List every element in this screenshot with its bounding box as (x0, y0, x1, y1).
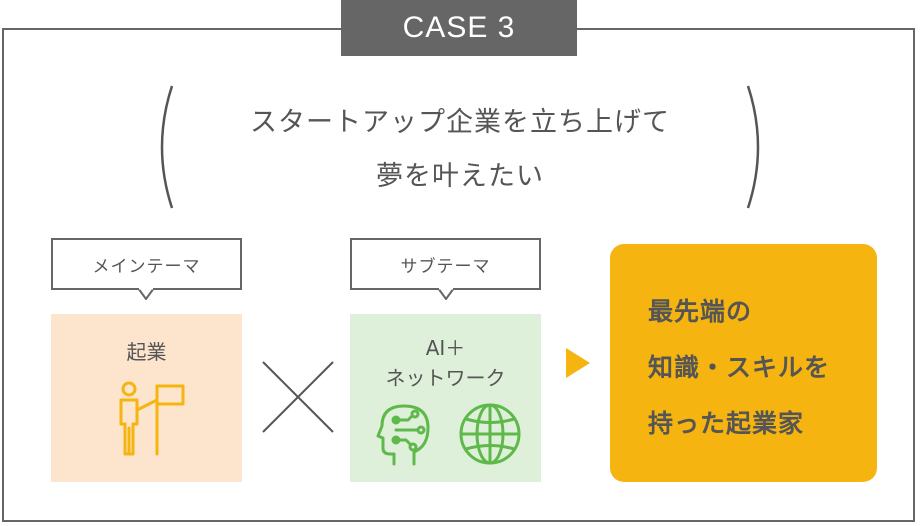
goal-statement: スタートアップ企業を立ち上げて 夢を叶えたい (175, 96, 745, 204)
multiply-sign (262, 361, 334, 433)
result-box: 最先端の 知識・スキルを 持った起業家 (610, 244, 877, 482)
right-parenthesis (746, 85, 760, 209)
sub-theme-pointer (438, 288, 454, 300)
result-text: 最先端の 知識・スキルを 持った起業家 (648, 284, 868, 452)
main-theme-label-text: メインテーマ (92, 256, 201, 277)
result-line-2: 知識・スキルを (648, 353, 831, 382)
main-theme-card: 起業 (51, 314, 242, 482)
sub-theme-content-line-1: AI＋ (425, 336, 466, 360)
case-label-text: CASE 3 (402, 11, 516, 44)
goal-line-1: スタートアップ企業を立ち上げて (250, 107, 670, 138)
main-theme-pointer (138, 288, 154, 300)
sub-theme-content-line-2: ネットワーク (385, 366, 506, 390)
result-line-1: 最先端の (648, 297, 753, 326)
goal-line-2: 夢を叶えたい (376, 161, 544, 192)
person-with-flag-icon (119, 381, 185, 456)
sub-theme-card: AI＋ ネットワーク (350, 314, 541, 482)
main-theme-content: 起業 (126, 340, 167, 364)
ai-head-icon (376, 404, 430, 466)
main-theme-label: メインテーマ (51, 238, 242, 290)
sub-theme-label: サブテーマ (350, 238, 541, 290)
globe-icon (459, 403, 521, 465)
result-line-3: 持った起業家 (648, 409, 805, 438)
arrow-right-icon (566, 348, 590, 378)
left-parenthesis (160, 85, 174, 209)
sub-theme-label-text: サブテーマ (400, 256, 491, 277)
case-label: CASE 3 (341, 0, 577, 56)
